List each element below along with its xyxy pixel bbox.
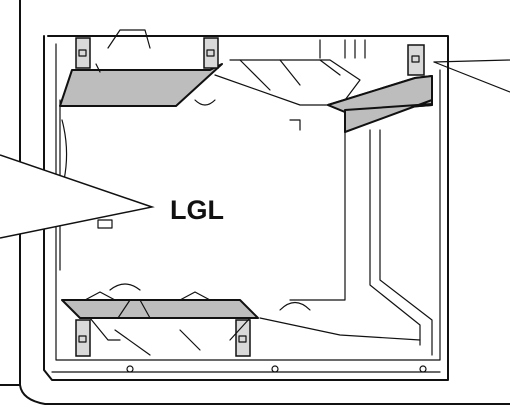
top-right-paper-guide <box>327 44 433 133</box>
label-callout-wedge <box>0 154 155 239</box>
paper-size-label: LGL <box>170 195 224 225</box>
tray-inner-details <box>97 29 433 356</box>
top-right-callout <box>433 59 510 93</box>
bottom-paper-guide <box>61 291 259 357</box>
top-left-paper-guide <box>59 37 223 107</box>
printer-body-outline <box>0 0 510 405</box>
